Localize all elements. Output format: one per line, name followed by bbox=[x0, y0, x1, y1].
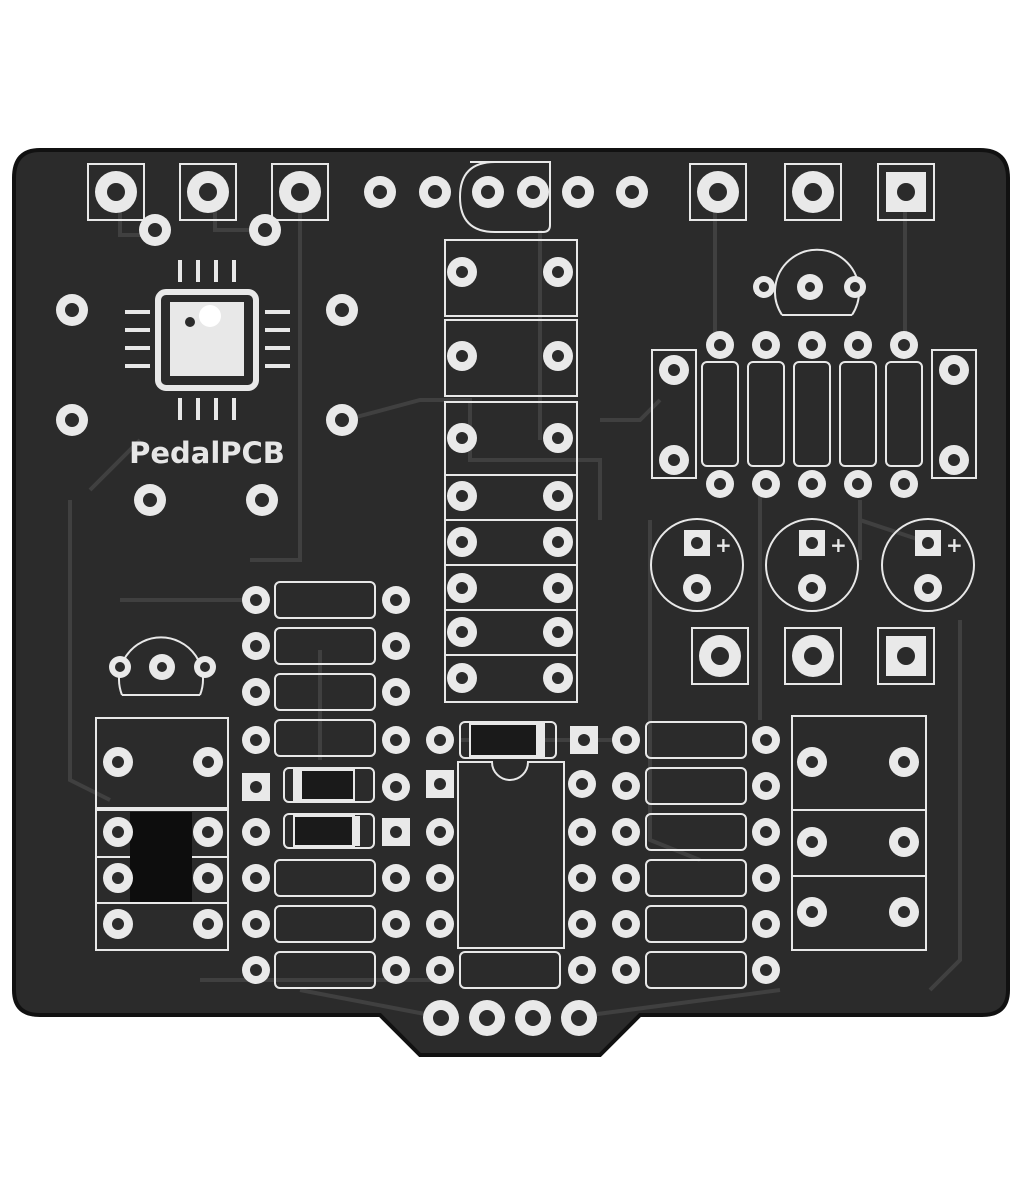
resistor-array-pads bbox=[659, 331, 969, 498]
copper-traces bbox=[68, 195, 962, 1017]
film-cap-pads-center bbox=[447, 257, 573, 693]
transistor-left bbox=[109, 636, 216, 696]
bottom-pins bbox=[423, 1000, 597, 1036]
film-cap-pads-right bbox=[797, 747, 919, 927]
resistor-array-top-right bbox=[651, 349, 977, 479]
electrolytic-caps bbox=[650, 518, 975, 612]
brand-text: PedalPCB bbox=[129, 436, 285, 470]
pot-pads-top-left bbox=[87, 163, 329, 221]
film-caps-center-column bbox=[444, 239, 578, 703]
film-cap-filled-left bbox=[130, 812, 192, 902]
mounting-holes bbox=[56, 214, 358, 516]
resistor-pads-right bbox=[612, 726, 780, 984]
polarity-mark-3: + bbox=[946, 533, 963, 557]
square-pads-right bbox=[691, 627, 935, 685]
polarity-mark-1: + bbox=[715, 533, 732, 557]
film-caps-right bbox=[791, 715, 927, 951]
resistor-pads-left bbox=[242, 586, 410, 984]
film-caps-left bbox=[95, 717, 229, 951]
resistors-right bbox=[645, 721, 747, 989]
dip8-ic bbox=[426, 761, 596, 949]
film-cap-pads-left bbox=[103, 747, 223, 939]
resistors-left bbox=[274, 581, 376, 989]
jack-pads-top-right bbox=[689, 163, 935, 221]
logo-chip-icon bbox=[125, 260, 290, 420]
polarity-mark-2: + bbox=[830, 533, 847, 557]
diodes bbox=[242, 721, 598, 849]
transistor-top-right bbox=[753, 248, 866, 316]
header-pins-top-center bbox=[364, 161, 648, 233]
resistor-bottom-center bbox=[426, 951, 596, 989]
